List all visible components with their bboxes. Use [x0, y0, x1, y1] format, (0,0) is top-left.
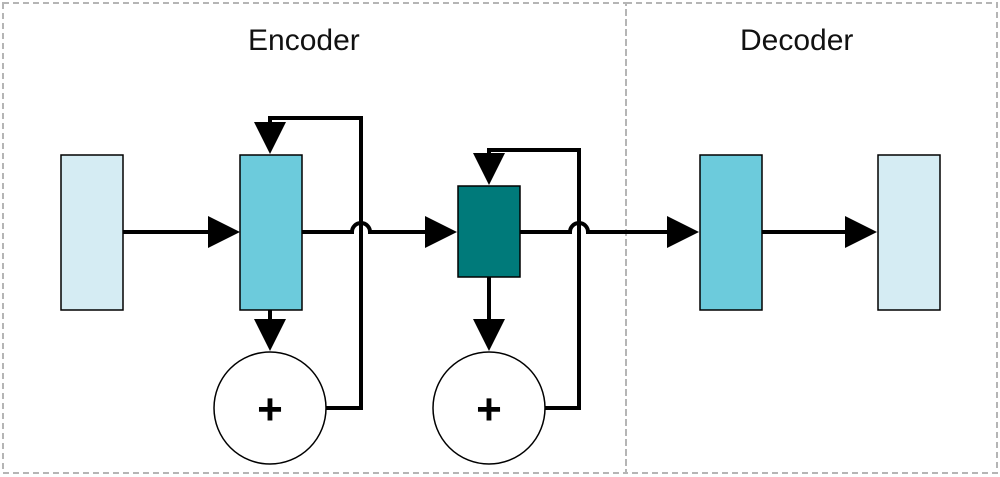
output-block: [877, 154, 941, 311]
decoder-region: [625, 2, 998, 474]
encoder-title: Encoder: [248, 24, 360, 57]
arrow-encoder-1-to-encoder-2: [302, 216, 457, 248]
input-block: [60, 154, 124, 311]
add-symbol-1: +: [257, 385, 283, 434]
arrow-encoder-2-to-decoder: [520, 216, 699, 248]
decoder-title: Decoder: [740, 24, 854, 57]
encoder-layer-1-block: [239, 154, 303, 311]
add-symbol-2: +: [476, 385, 502, 434]
residual-loop-2: [473, 148, 581, 410]
encoder-region: [2, 2, 627, 474]
encoder-layer-2-block: [457, 185, 521, 278]
decoder-layer-block: [699, 154, 763, 311]
residual-loop-1: [254, 116, 363, 410]
